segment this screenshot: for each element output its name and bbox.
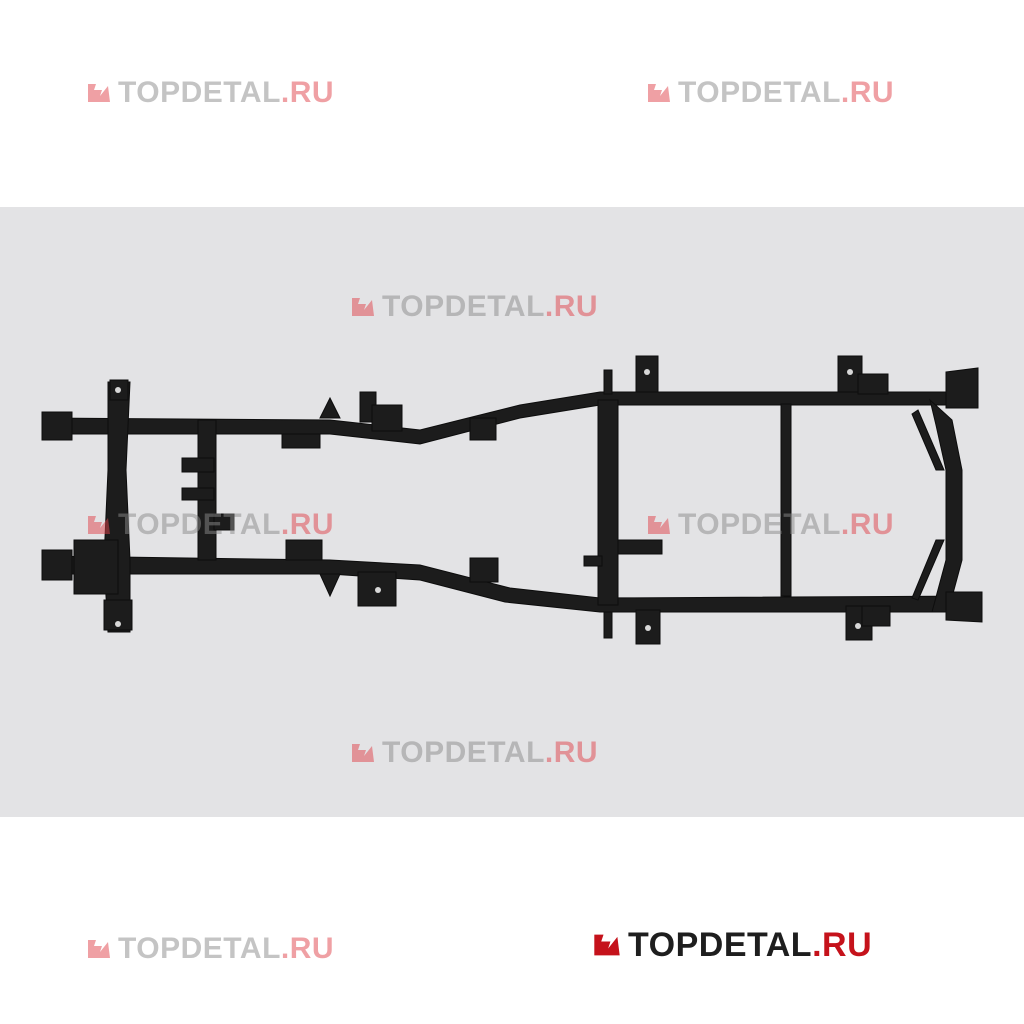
watermark-mid-right: TOPDETAL.RU — [646, 510, 894, 540]
watermark-name: TOPDETAL — [628, 926, 813, 964]
watermark-mid-left: TOPDETAL.RU — [86, 510, 334, 540]
topdetal-logo-icon — [88, 516, 110, 534]
watermark-name: TOPDETAL — [118, 76, 281, 109]
watermark-suffix: .RU — [280, 76, 335, 109]
watermark-suffix: .RU — [812, 926, 873, 964]
watermark-top-right: TOPDETAL.RU — [646, 78, 894, 108]
watermark-suffix: .RU — [840, 508, 895, 541]
product-photo-background — [0, 207, 1024, 817]
watermark-name: TOPDETAL — [118, 932, 281, 965]
watermark-suffix: .RU — [280, 508, 335, 541]
watermark-name: TOPDETAL — [382, 290, 545, 323]
watermark-lower-center: TOPDETAL.RU — [350, 738, 598, 768]
watermark-upper-center: TOPDETAL.RU — [350, 292, 598, 322]
topdetal-logo-icon — [352, 298, 374, 316]
watermark-name: TOPDETAL — [118, 508, 281, 541]
topdetal-logo-icon — [648, 516, 670, 534]
watermark-name: TOPDETAL — [382, 736, 545, 769]
topdetal-logo-icon — [88, 84, 110, 102]
watermark-bottom-left: TOPDETAL.RU — [86, 934, 334, 964]
topdetal-logo-icon — [88, 940, 110, 958]
topdetal-logo-icon — [352, 744, 374, 762]
watermark-suffix: .RU — [544, 736, 599, 769]
topdetal-logo-icon — [594, 934, 620, 956]
watermark-suffix: .RU — [280, 932, 335, 965]
watermark-suffix: .RU — [544, 290, 599, 323]
topdetal-logo-icon — [648, 84, 670, 102]
watermark-name: TOPDETAL — [678, 508, 841, 541]
watermark-bottom-right-logo: TOPDETAL.RU — [592, 928, 872, 962]
watermark-name: TOPDETAL — [678, 76, 841, 109]
watermark-top-left: TOPDETAL.RU — [86, 78, 334, 108]
watermark-suffix: .RU — [840, 76, 895, 109]
